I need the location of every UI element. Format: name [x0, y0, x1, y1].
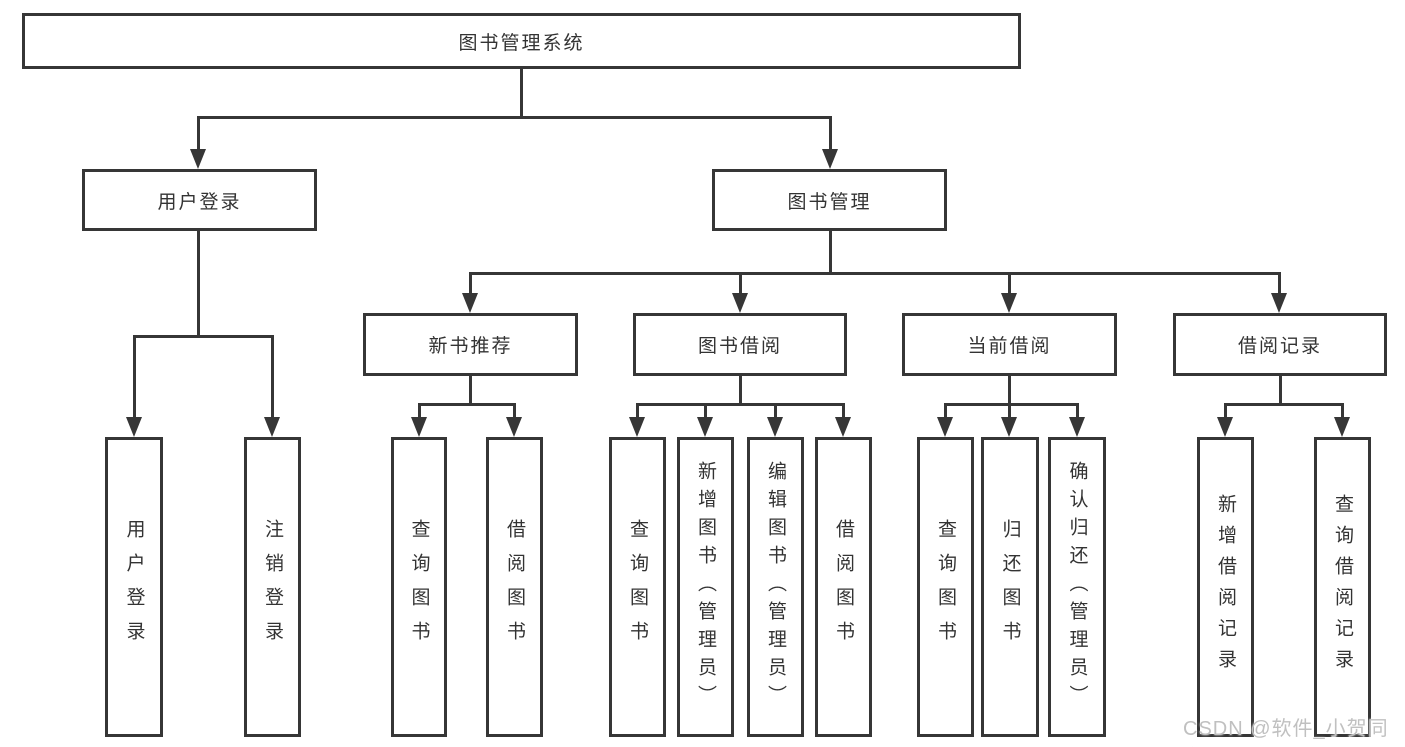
connector-line	[1277, 273, 1281, 296]
node-current-borrowing: 当前借阅	[902, 313, 1117, 376]
leaf-label: 确认归还（管理员）	[1066, 461, 1088, 713]
connector-line	[635, 402, 845, 406]
connector-line	[1278, 376, 1282, 404]
arrowhead-down-icon	[411, 417, 427, 437]
node-label: 图书管理	[787, 191, 872, 213]
arrowhead-down-icon	[1334, 417, 1350, 437]
connector-line	[512, 404, 516, 420]
leaf-label: 归还图书	[999, 519, 1021, 655]
leaf-label: 用户登录	[123, 519, 145, 655]
leaf-confirm-return-admin: 确认归还（管理员）	[1048, 437, 1106, 737]
connector-line	[738, 273, 742, 296]
leaf-label: 注销登录	[262, 519, 283, 655]
connector-line	[1007, 376, 1011, 404]
leaf-query-borrow-record: 查询借阅记录	[1314, 437, 1371, 737]
leaf-label: 新增图书（管理员）	[695, 461, 716, 713]
node-label: 图书管理系统	[458, 32, 585, 54]
node-label: 新书推荐	[428, 336, 513, 357]
leaf-label: 编辑图书（管理员）	[765, 461, 786, 713]
leaf-label: 查询图书	[408, 519, 430, 655]
leaf-add-books-admin: 新增图书（管理员）	[677, 437, 734, 737]
arrowhead-down-icon	[126, 417, 142, 437]
connector-line	[828, 231, 832, 273]
connector-line	[943, 402, 1079, 406]
connector-line	[1075, 404, 1079, 420]
connector-line	[1007, 404, 1011, 420]
connector-line	[196, 231, 200, 336]
leaf-edit-books-admin: 编辑图书（管理员）	[747, 437, 804, 737]
leaf-label: 查询借阅记录	[1332, 494, 1353, 680]
connector-line	[703, 404, 707, 420]
node-user-login: 用户登录	[82, 169, 317, 231]
arrowhead-down-icon	[1069, 417, 1085, 437]
connector-line	[1223, 404, 1227, 420]
leaf-label: 借阅图书	[833, 519, 854, 655]
node-library-system: 图书管理系统	[22, 13, 1021, 69]
arrowhead-down-icon	[1001, 417, 1017, 437]
leaf-label: 借阅图书	[504, 519, 525, 655]
connector-line	[417, 404, 421, 420]
connector-line	[468, 273, 472, 296]
leaf-query-books-recommend: 查询图书	[391, 437, 447, 737]
connector-line	[738, 376, 742, 404]
leaf-query-books-borrowing: 查询图书	[609, 437, 666, 737]
node-label: 当前借阅	[967, 336, 1052, 357]
connector-line	[519, 69, 523, 117]
leaf-logout-login: 注销登录	[244, 437, 301, 737]
leaf-user-login: 用户登录	[105, 437, 163, 737]
connector-line	[635, 404, 639, 420]
leaf-return-books: 归还图书	[981, 437, 1039, 737]
connector-line	[196, 117, 200, 151]
node-book-management: 图书管理	[712, 169, 947, 231]
connector-line	[132, 334, 274, 338]
connector-line	[468, 376, 472, 404]
arrowhead-down-icon	[822, 149, 838, 169]
connector-line	[828, 117, 832, 151]
node-label: 图书借阅	[697, 336, 782, 357]
arrowhead-down-icon	[190, 149, 206, 169]
leaf-add-borrow-record: 新增借阅记录	[1197, 437, 1254, 737]
connector-line	[773, 404, 777, 420]
node-book-borrowing: 图书借阅	[633, 313, 847, 376]
node-new-book-recommendation: 新书推荐	[363, 313, 578, 376]
arrowhead-down-icon	[1217, 417, 1233, 437]
arrowhead-down-icon	[1271, 293, 1287, 313]
arrowhead-down-icon	[264, 417, 280, 437]
arrowhead-down-icon	[629, 417, 645, 437]
connector-line	[1223, 402, 1344, 406]
arrowhead-down-icon	[732, 293, 748, 313]
leaf-borrow-books-borrowing: 借阅图书	[815, 437, 872, 737]
connector-line	[270, 336, 274, 420]
arrowhead-down-icon	[462, 293, 478, 313]
leaf-borrow-books-recommend: 借阅图书	[486, 437, 543, 737]
leaf-label: 查询图书	[935, 519, 956, 655]
node-label: 借阅记录	[1237, 336, 1322, 357]
connector-line	[196, 115, 832, 119]
leaf-label: 新增借阅记录	[1215, 494, 1236, 680]
connector-line	[841, 404, 845, 420]
leaf-query-books-current: 查询图书	[917, 437, 974, 737]
csdn-watermark: CSDN @软件_小贺同学	[1183, 718, 1389, 740]
connector-line	[417, 402, 516, 406]
connector-line	[132, 336, 136, 420]
arrowhead-down-icon	[767, 417, 783, 437]
arrowhead-down-icon	[937, 417, 953, 437]
node-label: 用户登录	[157, 191, 242, 213]
connector-line	[1007, 273, 1011, 296]
node-borrowing-records: 借阅记录	[1173, 313, 1387, 376]
connector-line	[468, 271, 1281, 275]
connector-line	[1340, 404, 1344, 420]
arrowhead-down-icon	[697, 417, 713, 437]
arrowhead-down-icon	[1001, 293, 1017, 313]
arrowhead-down-icon	[506, 417, 522, 437]
arrowhead-down-icon	[835, 417, 851, 437]
connector-line	[943, 404, 947, 420]
leaf-label: 查询图书	[627, 519, 648, 655]
